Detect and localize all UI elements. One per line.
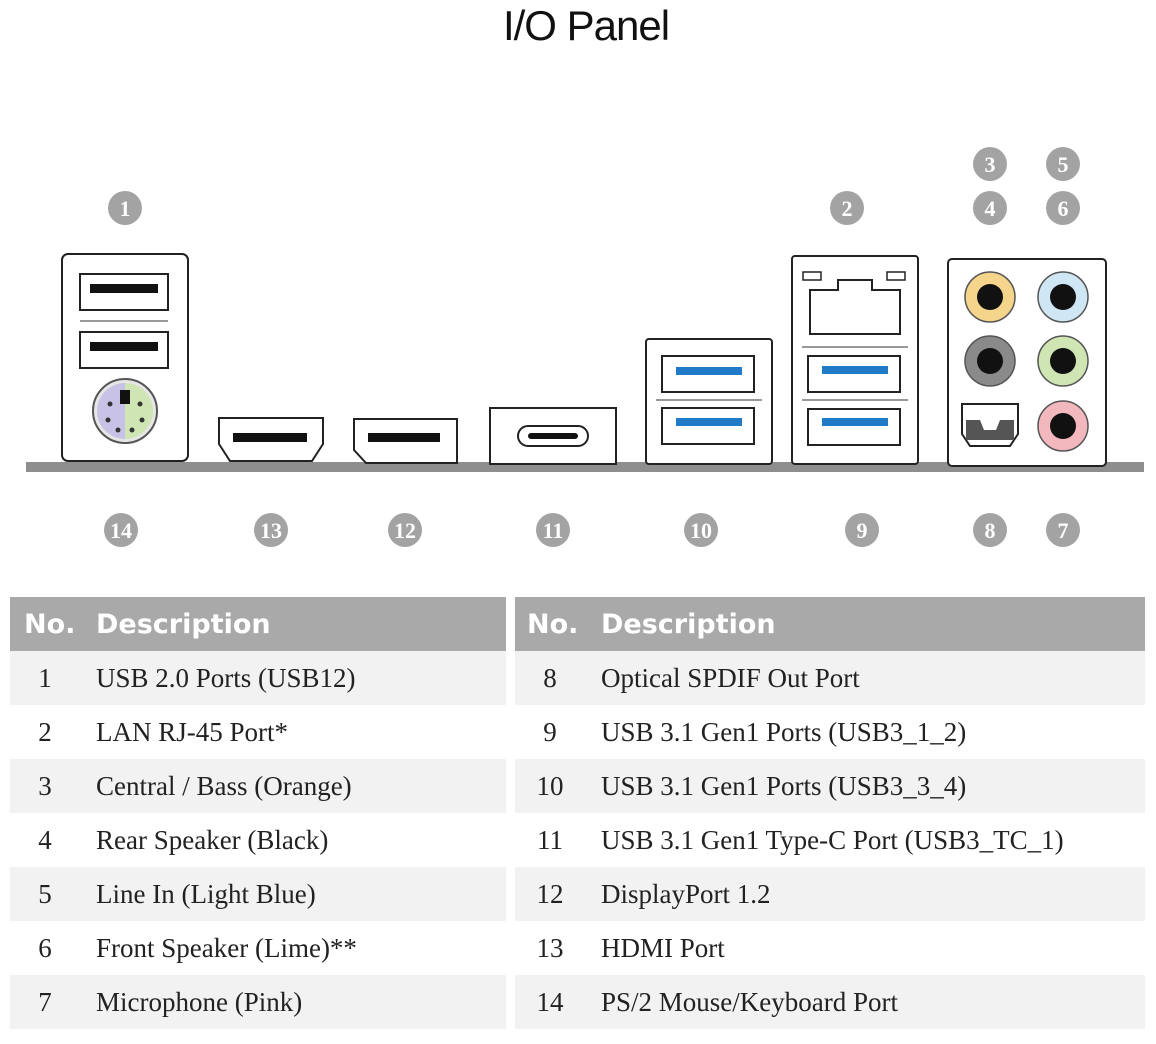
row-description: Front Speaker (Lime)** — [96, 921, 506, 975]
callout-4: 4 — [973, 191, 1007, 225]
row-description: Microphone (Pink) — [96, 975, 506, 1029]
optical-spdif-port — [961, 403, 1019, 447]
header-no: No. — [10, 597, 96, 651]
svg-text:10: 10 — [690, 518, 712, 543]
row-no: 4 — [10, 813, 96, 867]
jack-light-blue — [1037, 271, 1089, 323]
row-no: 3 — [10, 759, 96, 813]
row-description: USB 3.1 Gen1 Ports (USB3_1_2) — [601, 705, 1145, 759]
jack-lime — [1037, 335, 1089, 387]
row-no: 6 — [10, 921, 96, 975]
ps2-port — [92, 378, 158, 444]
svg-text:4: 4 — [985, 196, 996, 221]
callout-11: 11 — [536, 513, 570, 547]
svg-text:13: 13 — [260, 518, 282, 543]
header-description: Description — [601, 597, 1145, 651]
row-description: Rear Speaker (Black) — [96, 813, 506, 867]
jack-pink — [1037, 400, 1089, 452]
svg-text:2: 2 — [842, 196, 853, 221]
svg-text:3: 3 — [985, 152, 996, 177]
callout-12: 12 — [388, 513, 422, 547]
audio-block — [947, 258, 1107, 467]
callout-1: 1 — [108, 191, 142, 225]
lan-usb3-block — [791, 255, 919, 465]
callout-7: 7 — [1046, 513, 1080, 547]
row-no: 8 — [515, 651, 601, 705]
callout-10: 10 — [684, 513, 718, 547]
row-description: USB 3.1 Gen1 Type-C Port (USB3_TC_1) — [601, 813, 1145, 867]
row-description: Central / Bass (Orange) — [96, 759, 506, 813]
callout-5: 5 — [1046, 147, 1080, 181]
row-no: 10 — [515, 759, 601, 813]
row-description: LAN RJ-45 Port* — [96, 705, 506, 759]
row-no: 2 — [10, 705, 96, 759]
row-description: DisplayPort 1.2 — [601, 867, 1145, 921]
usb3-ports-10 — [645, 338, 773, 465]
svg-text:1: 1 — [120, 196, 131, 221]
row-no: 11 — [515, 813, 601, 867]
row-description: PS/2 Mouse/Keyboard Port — [601, 975, 1145, 1029]
row-no: 12 — [515, 867, 601, 921]
hdmi-port — [218, 417, 324, 462]
svg-text:11: 11 — [543, 518, 564, 543]
io-panel-diagram: 1 2 3 4 5 6 14 13 12 11 10 9 8 7 — [26, 147, 1144, 547]
row-no: 7 — [10, 975, 96, 1029]
callout-13: 13 — [254, 513, 288, 547]
row-description: Line In (Light Blue) — [96, 867, 506, 921]
svg-text:6: 6 — [1058, 196, 1069, 221]
svg-text:14: 14 — [110, 518, 132, 543]
usb2-ps2-block — [61, 253, 189, 462]
row-no: 1 — [10, 651, 96, 705]
svg-text:5: 5 — [1058, 152, 1069, 177]
callout-9: 9 — [845, 513, 879, 547]
svg-text:12: 12 — [394, 518, 416, 543]
svg-text:8: 8 — [985, 518, 996, 543]
jack-black — [964, 335, 1016, 387]
row-description: USB 2.0 Ports (USB12) — [96, 651, 506, 705]
row-no: 14 — [515, 975, 601, 1029]
row-description: HDMI Port — [601, 921, 1145, 975]
svg-text:7: 7 — [1058, 518, 1069, 543]
callout-14: 14 — [104, 513, 138, 547]
row-no: 5 — [10, 867, 96, 921]
row-no: 13 — [515, 921, 601, 975]
usb-type-c-port — [489, 407, 617, 465]
header-no: No. — [515, 597, 601, 651]
displayport-port — [353, 418, 458, 464]
header-description: Description — [96, 597, 506, 651]
lan-rj45-port — [802, 271, 906, 335]
row-description: Optical SPDIF Out Port — [601, 651, 1145, 705]
svg-text:9: 9 — [857, 518, 868, 543]
callout-2: 2 — [830, 191, 864, 225]
row-description: USB 3.1 Gen1 Ports (USB3_3_4) — [601, 759, 1145, 813]
row-no: 9 — [515, 705, 601, 759]
callout-8: 8 — [973, 513, 1007, 547]
panel-baseline — [26, 462, 1144, 472]
page-title: I/O Panel — [502, 2, 670, 49]
jack-orange — [964, 271, 1016, 323]
callout-3: 3 — [973, 147, 1007, 181]
callout-6: 6 — [1046, 191, 1080, 225]
